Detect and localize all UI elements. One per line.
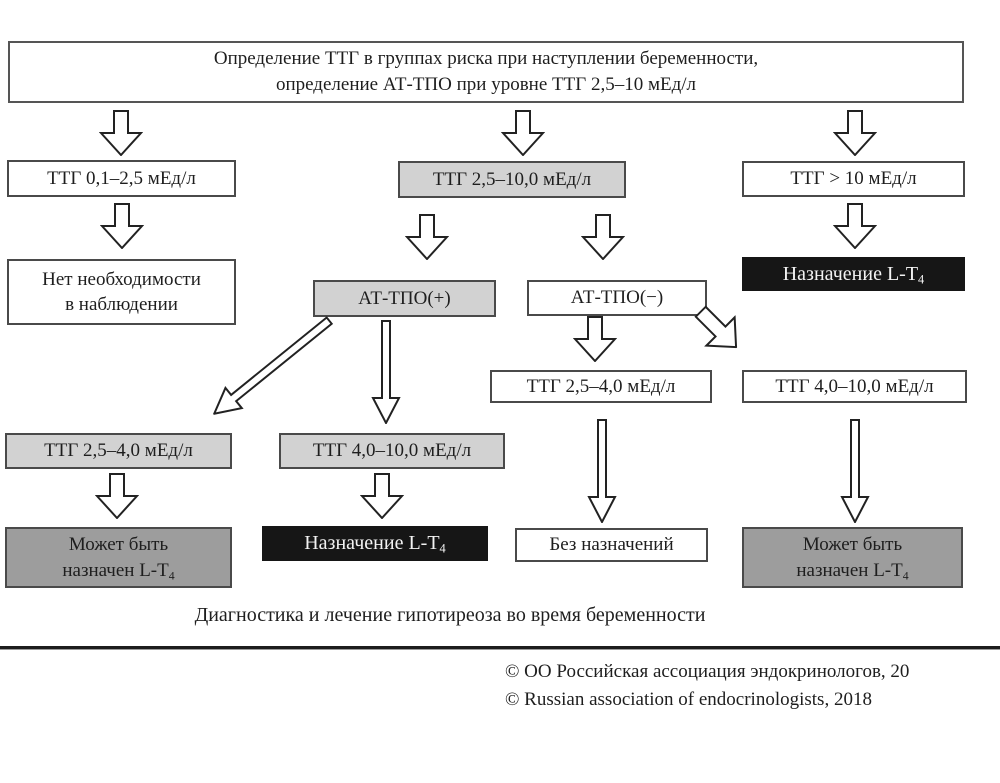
node-no-prescription: Без назначений	[515, 528, 708, 562]
node-tsh-low-label: ТТГ 0,1–2,5 мЕд/л	[47, 167, 196, 189]
tsh40100-to-maybe-right-arrow	[840, 419, 870, 523]
title-box: Определение ТТГ в группах риска при наст…	[8, 41, 964, 103]
node-maybe-right-line2: назначен L-T4	[796, 559, 909, 582]
tponeg-down-arrow	[573, 316, 617, 362]
node-tsh-25-40-right-label: ТТГ 2,5–4,0 мЕд/л	[526, 375, 676, 397]
title-to-mid-arrow	[501, 110, 545, 156]
node-tsh-40-100-left-label: ТТГ 4,0–10,0 мЕд/л	[312, 440, 472, 462]
tpopos-down-arrow	[371, 320, 401, 424]
copyright-footer: © ОО Российская ассоциация эндокринолого…	[505, 658, 909, 714]
mid-to-tpopos-arrow	[405, 214, 449, 260]
horizontal-divider	[0, 646, 1000, 650]
mid-to-tponeg-arrow	[581, 214, 625, 260]
node-tsh-high: ТТГ > 10 мЕд/л	[742, 161, 965, 197]
node-no-observation-line1: Нет необходимости	[42, 268, 201, 290]
tsh2540-to-noprescription-arrow	[587, 419, 617, 523]
node-maybe-right-line1: Может быть	[802, 534, 903, 556]
node-no-observation-line2: в наблюдении	[65, 294, 178, 315]
title-line-1: Определение ТТГ в группах риска при наст…	[213, 48, 759, 69]
node-maybe-left-line2: назначен L-T4	[62, 559, 175, 582]
node-maybe-prescribed-left: Может быть назначен L-T4	[5, 527, 232, 588]
node-tsh-40-100-right-label: ТТГ 4,0–10,0 мЕд/л	[775, 375, 934, 397]
node-prescribe-lt4-bottom: Назначение L-T4	[262, 526, 488, 561]
copyright-line-en: © Russian association of endocrinologist…	[505, 689, 872, 710]
node-no-observation: Нет необходимости в наблюдении	[7, 259, 236, 325]
title-line-2: определение АТ-ТПО при уровне ТТГ 2,5–10…	[275, 74, 697, 95]
node-tsh-40-100-right-branch: ТТГ 4,0–10,0 мЕд/л	[742, 370, 967, 403]
tsh2540-to-maybe-left-arrow	[95, 473, 139, 519]
node-tsh-25-40-left-label: ТТГ 2,5–4,0 мЕд/л	[44, 440, 193, 462]
node-prescribe-lt4-top-label: Назначение L-T4	[782, 262, 925, 287]
tponeg-diagonal-right-arrow	[684, 295, 752, 363]
node-tsh-mid: ТТГ 2,5–10,0 мЕд/л	[398, 161, 626, 198]
node-tpo-negative: АТ-ТПО(−)	[527, 280, 707, 316]
figure-caption: Диагностика и лечение гипотиреоза во вре…	[194, 604, 706, 626]
node-tsh-25-40-right-branch: ТТГ 2,5–4,0 мЕд/л	[490, 370, 712, 403]
high-to-prescribe-arrow	[833, 203, 877, 249]
node-tpo-negative-label: АТ-ТПО(−)	[570, 287, 664, 309]
node-tpo-positive-label: АТ-ТПО(+)	[358, 287, 451, 309]
node-no-prescription-label: Без назначений	[549, 534, 674, 556]
node-tsh-40-100-left-branch: ТТГ 4,0–10,0 мЕд/л	[279, 433, 505, 469]
node-tsh-high-label: ТТГ > 10 мЕд/л	[790, 168, 917, 190]
low-to-noobs-arrow	[100, 203, 144, 249]
copyright-line-ru: © ОО Российская ассоциация эндокринолого…	[505, 661, 910, 682]
node-tsh-25-40-left-branch: ТТГ 2,5–4,0 мЕд/л	[5, 433, 232, 469]
node-prescribe-lt4-top: Назначение L-T4	[742, 257, 965, 291]
tsh40100-to-prescribe-arrow	[360, 473, 404, 519]
node-tsh-mid-label: ТТГ 2,5–10,0 мЕд/л	[432, 168, 592, 190]
node-tpo-positive: АТ-ТПО(+)	[313, 280, 496, 317]
node-maybe-prescribed-right: Может быть назначен L-T4	[742, 527, 963, 588]
title-to-low-arrow	[99, 110, 143, 156]
tpopos-diagonal-left-arrow	[204, 308, 339, 426]
title-to-high-arrow	[833, 110, 877, 156]
node-maybe-left-line1: Может быть	[68, 534, 169, 556]
node-tsh-low: ТТГ 0,1–2,5 мЕд/л	[7, 160, 236, 197]
node-prescribe-lt4-bottom-label: Назначение L-T4	[304, 532, 446, 556]
